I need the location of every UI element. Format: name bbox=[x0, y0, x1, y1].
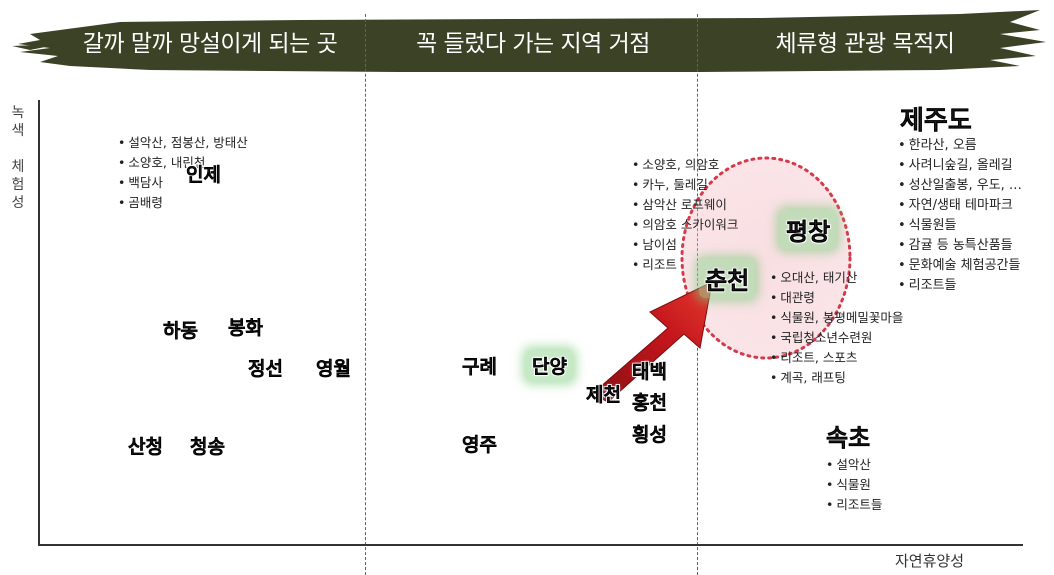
list-item: 식물원들 bbox=[898, 216, 1022, 236]
jeju-attractions-list: 한라산, 오름 사려니숲길, 올레길 성산일출봉, 우도, … 자연/생태 테마… bbox=[898, 136, 1022, 296]
list-item: 카누, 둘레길 bbox=[632, 175, 738, 195]
region-yeongwol: 영월 bbox=[316, 358, 351, 380]
region-hongcheon: 홍천 bbox=[632, 392, 667, 414]
region-sancheong: 산청 bbox=[128, 436, 163, 458]
list-item: 소양호, 내린천 bbox=[118, 153, 248, 173]
list-item: 감귤 등 농특산품들 bbox=[898, 236, 1022, 256]
region-jeongseon: 정선 bbox=[248, 358, 283, 380]
list-item: 설악산, 점봉산, 방태산 bbox=[118, 133, 247, 153]
region-sokcho: 속초 bbox=[826, 424, 871, 452]
region-hadong: 하동 bbox=[163, 320, 198, 342]
y-axis-label: 녹 색 체 험 성 bbox=[11, 105, 25, 211]
region-jeju: 제주도 bbox=[900, 106, 972, 136]
list-item: 백담사 bbox=[118, 173, 248, 193]
list-item: 설악산 bbox=[826, 455, 882, 475]
list-item: 소양호, 의암호 bbox=[632, 155, 738, 175]
list-item: 사려니숲길, 올레길 bbox=[898, 156, 1022, 176]
pyeongchang-attractions-list: 오대산, 태기산 대관령 식물원, 봉평메밀꽃마을 국립청소년수련원 리조트, … bbox=[770, 268, 903, 388]
list-item: 리조트들 bbox=[826, 495, 882, 515]
list-item: 리조트, 스포츠 bbox=[770, 348, 903, 368]
region-yeongju: 영주 bbox=[462, 434, 497, 456]
list-item: 남이섬 bbox=[632, 235, 738, 255]
y-axis-line bbox=[38, 100, 40, 545]
header-title-1: 갈까 말까 망설이게 되는 곳 bbox=[82, 31, 338, 57]
x-axis-label: 자연휴양성 bbox=[895, 552, 965, 570]
region-taebaek: 태백 bbox=[632, 361, 667, 383]
region-bonghwa: 봉화 bbox=[228, 317, 263, 339]
region-chuncheon: 춘천 bbox=[699, 259, 756, 298]
list-item: 리조트들 bbox=[898, 276, 1022, 296]
region-jecheon: 제천 bbox=[586, 384, 621, 406]
list-item: 대관령 bbox=[770, 288, 903, 308]
list-item: 계곡, 래프팅 bbox=[770, 368, 903, 388]
region-inje: 인제 bbox=[186, 164, 221, 186]
list-item: 자연/생태 테마파크 bbox=[898, 196, 1022, 216]
list-item: 의암호 스카이워크 bbox=[632, 215, 738, 235]
list-item: 식물원 bbox=[826, 475, 882, 495]
region-cheongsong: 청송 bbox=[190, 436, 225, 458]
region-gurye: 구례 bbox=[462, 356, 497, 378]
list-item: 국립청소년수련원 bbox=[770, 328, 903, 348]
inje-attractions-list: 설악산, 점봉산, 방태산 소양호, 내린천 백담사 곰배령 bbox=[118, 133, 248, 213]
list-item: 성산일출봉, 우도, … bbox=[898, 176, 1022, 196]
list-item: 문화예술 체험공간들 bbox=[898, 256, 1022, 276]
list-item: 곰배령 bbox=[118, 193, 248, 213]
chuncheon-attractions-list: 소양호, 의암호 카누, 둘레길 삼악산 로프웨이 의암호 스카이워크 남이섬 … bbox=[632, 155, 738, 275]
column-divider-2 bbox=[697, 14, 698, 575]
list-item: 삼악산 로프웨이 bbox=[632, 195, 738, 215]
header-title-2: 꼭 들렀다 가는 지역 거점 bbox=[416, 31, 650, 57]
list-item: 한라산, 오름 bbox=[898, 136, 1022, 156]
region-danyang: 단양 bbox=[526, 350, 573, 381]
list-item: 식물원, 봉평메밀꽃마을 bbox=[770, 308, 903, 328]
list-item: 오대산, 태기산 bbox=[770, 268, 903, 288]
x-axis-line bbox=[38, 544, 1023, 546]
header-title-3: 체류형 관광 목적지 bbox=[775, 31, 955, 57]
header-brush-band bbox=[12, 10, 1046, 72]
list-item: 리조트 bbox=[632, 255, 738, 275]
region-hoengseong: 횡성 bbox=[632, 424, 667, 446]
sokcho-attractions-list: 설악산 식물원 리조트들 bbox=[826, 455, 882, 515]
region-pyeongchang: 평창 bbox=[780, 210, 837, 249]
column-divider-1 bbox=[365, 14, 366, 575]
